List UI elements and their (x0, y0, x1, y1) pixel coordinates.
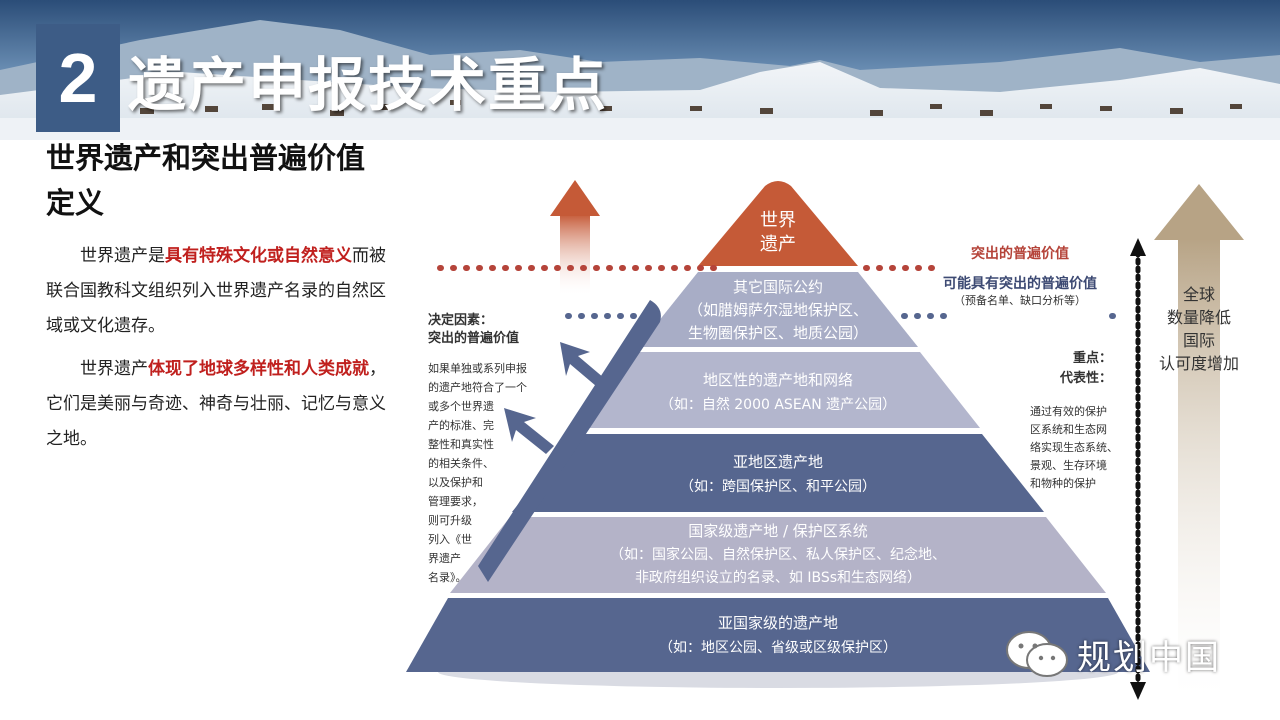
paragraph-text: 世界遗产是 (80, 246, 165, 266)
highlight-text: 具有特殊文化或自然意义 (165, 246, 352, 266)
right-desc-line: 通过有效的保护 (1030, 404, 1107, 418)
paragraph-text: 而被联合国教科文组织列入世界遗产名录的自然区域或文化遗存。 (46, 246, 386, 336)
tier-other-conventions (638, 272, 918, 347)
red-up-arrow (550, 180, 600, 294)
tier-2-line-2: （如腊姆萨尔湿地保护区、 (688, 301, 868, 319)
tier-1-line-1: 世界 (760, 210, 796, 231)
page-title: 遗产申报技术重点 (128, 51, 609, 119)
left-desc-line: 以及保护和 (428, 475, 483, 489)
highlight-text: 体现了地球多样性和人类成就 (148, 359, 369, 379)
tier-world-heritage (698, 181, 858, 266)
right-desc-line: 络实现生态系统、 (1030, 440, 1118, 454)
left-desc-line: 名录》。 (428, 570, 467, 584)
ouv-label: 突出的普遍价值 (971, 245, 1069, 262)
left-desc-line: 界遗产 (428, 551, 461, 565)
tier-2-line-3: 生物圈保护区、地质公园） (688, 324, 868, 342)
tier-5-line-1: 国家级遗产地 / 保护区系统 (688, 522, 868, 540)
left-desc-line: 整性和真实性 (428, 437, 494, 451)
global-lines-line: 数量降低 (1167, 308, 1231, 327)
tier-subregional (512, 434, 1044, 512)
left-desc-line: 的遗产地符合了一个 (428, 380, 527, 394)
subtitle-line-1: 世界遗产和突出普遍价值 (46, 141, 366, 175)
global-lines-line: 国际 (1183, 331, 1215, 350)
left-desc-line: 如果单独或系列申报 (428, 361, 527, 375)
tan-up-arrow (1154, 184, 1244, 698)
factor-subtitle: 突出的普遍价值 (428, 330, 519, 346)
left-desc-line: 则可升级 (428, 514, 472, 527)
wechat-icon (1006, 631, 1068, 677)
definition-paragraph: 世界遗产是具有特殊文化或自然意义而被联合国教科文组织列入世界遗产名录的自然区域或… (46, 239, 394, 344)
tier-6-line-2: （如：地区公园、省级或区级保护区） (659, 640, 897, 656)
tier-subnational (406, 598, 1150, 672)
header-banner (0, 0, 1280, 140)
left-description: 如果单独或系列申报的遗产地符合了一个或多个世界遗产的标准、完整性和真实性的相关条… (428, 361, 527, 584)
tier-3-line-1: 地区性的遗产地和网络 (703, 371, 853, 389)
right-desc-line: 区系统和生态网 (1030, 422, 1107, 436)
tier-2-line-1: 其它国际公约 (733, 278, 823, 296)
factor-title: 决定因素： (428, 312, 493, 328)
watermark-text: 规划中国 (1077, 637, 1221, 678)
upgrade-arrows (504, 342, 604, 454)
possible-ouv-label: 可能具有突出的普遍价值 (943, 275, 1097, 292)
upgrade-bar (478, 300, 661, 582)
subtitle-line-2: 定义 (46, 186, 105, 220)
section-number: 2 (36, 24, 120, 132)
paragraph-text: ，它们是美丽与奇迹、神奇与壮丽、记忆与意义之地。 (46, 359, 386, 449)
tier-regional (576, 352, 980, 428)
possible-ouv-note: （预备名单、缺口分析等） (954, 293, 1086, 307)
focus-subtitle: 代表性： (1059, 370, 1112, 386)
vertical-dotted-arrow (1130, 238, 1146, 700)
section-subtitle: 世界遗产和突出普遍价值 定义 (46, 136, 416, 226)
tier-5-line-2: （如：国家公园、自然保护区、私人保护区、纪念地、 (610, 546, 946, 563)
right-desc-line: 景观、生存环境 (1030, 458, 1107, 472)
left-desc-line: 或多个世界遗 (428, 399, 494, 413)
right-desc-line: 和物种的保护 (1030, 476, 1096, 490)
tier-4-line-1: 亚地区遗产地 (733, 453, 823, 471)
left-desc-line: 管理要求， (428, 494, 483, 508)
tier-6-line-1: 亚国家级的遗产地 (718, 614, 838, 632)
meaning-paragraph: 世界遗产体现了地球多样性和人类成就，它们是美丽与奇迹、神奇与壮丽、记忆与意义之地… (46, 352, 394, 457)
tier-national (450, 517, 1106, 593)
left-desc-line: 的相关条件、 (428, 456, 494, 470)
left-desc-line: 列入《世 (428, 532, 472, 546)
global-lines-line: 认可度增加 (1159, 354, 1239, 373)
tier-3-line-2: （如：自然 2000 ASEAN 遗产公园） (660, 396, 896, 413)
left-desc-line: 产的标准、完 (428, 418, 494, 432)
tier-4-line-2: （如：跨国保护区、和平公园） (680, 479, 876, 495)
focus-title: 重点： (1073, 350, 1112, 366)
watermark: 规划中国 (1003, 628, 1221, 680)
tier-1-line-2: 遗产 (760, 234, 796, 255)
tier-5-line-3: 非政府组织设立的名录、如 IBSs和生态网络） (635, 570, 921, 586)
paragraph-text: 世界遗产 (80, 359, 148, 379)
global-lines-line: 全球 (1183, 285, 1215, 304)
